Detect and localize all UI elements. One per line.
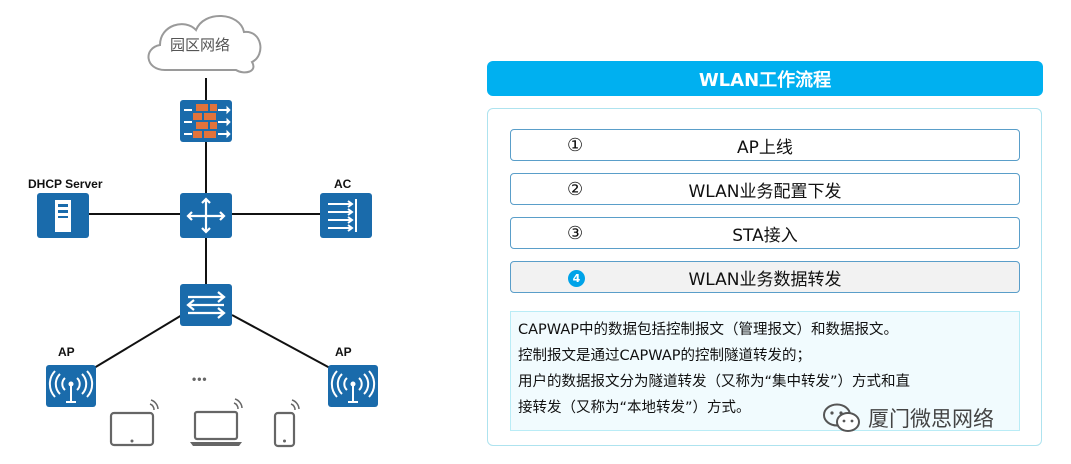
step-wlan-config: ② WLAN业务配置下发 (510, 173, 1020, 205)
step-text: AP上线 (737, 137, 793, 158)
link-switch-ap-left (93, 314, 183, 369)
ap-left-icon (46, 365, 96, 407)
ap-right-icon (328, 365, 378, 407)
campus-cloud (147, 15, 262, 74)
workflow-title: WLAN工作流程 (487, 61, 1043, 96)
step-number: ② (567, 178, 584, 200)
forwarding-description: CAPWAP中的数据包括控制报文（管理报文）和数据报文。 控制报文是通过CAPW… (510, 311, 1020, 431)
ac-label: AC (334, 177, 352, 191)
step-text: STA接入 (732, 225, 798, 246)
step-data-forwarding: 4 WLAN业务数据转发 (510, 261, 1020, 293)
step-number: ③ (567, 222, 584, 244)
step-text: WLAN业务数据转发 (688, 269, 842, 290)
network-topology (37, 15, 378, 448)
tablet-icon (109, 399, 159, 447)
description-line: 用户的数据报文分为隧道转发（又称为“集中转发”）方式和直 (518, 374, 911, 390)
firewall-icon (180, 100, 232, 142)
ap-left-label: AP (58, 345, 75, 359)
description-line: CAPWAP中的数据包括控制报文（管理报文）和数据报文。 (518, 322, 898, 338)
wechat-icon (823, 403, 860, 432)
step-ap-online: ① AP上线 (510, 129, 1020, 161)
description-line: 接转发（又称为“本地转发”）方式。 (518, 400, 751, 416)
watermark-text: 厦门微思网络 (868, 407, 994, 431)
phone-icon (273, 399, 300, 448)
step-text: WLAN业务配置下发 (688, 181, 842, 202)
link-switch-ap-right (231, 314, 331, 369)
dhcp-server-label: DHCP Server (28, 177, 103, 191)
cloud-label: 园区网络 (170, 37, 231, 54)
step-number: ① (567, 134, 584, 156)
laptop-icon (190, 398, 243, 446)
step-number-badge: 4 (568, 270, 585, 287)
description-line: 控制报文是通过CAPWAP的控制隧道转发的； (518, 348, 811, 364)
more-devices-ellipsis: ••• (192, 372, 208, 386)
ap-right-label: AP (335, 345, 352, 359)
topology-links (88, 78, 331, 369)
access-switch-icon (180, 284, 232, 326)
watermark: 厦门微思网络 (822, 400, 994, 436)
step-sta-access: ③ STA接入 (510, 217, 1020, 249)
access-controller-icon (320, 193, 372, 238)
dhcp-server-icon (37, 193, 89, 238)
core-router-icon (180, 193, 232, 238)
